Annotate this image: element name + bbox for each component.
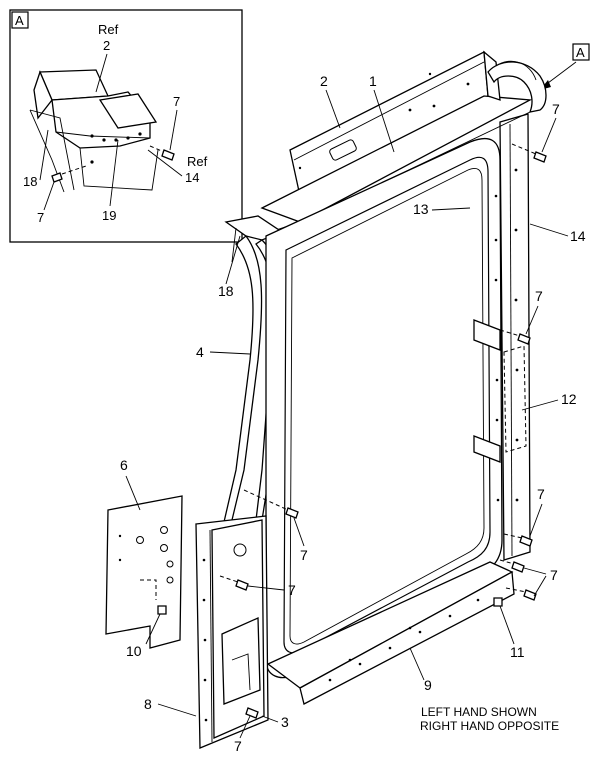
inset-ref-14-label: Ref (187, 154, 208, 169)
bolt-7-mid-right (499, 329, 531, 345)
bolt-7-left-mid (219, 575, 249, 591)
callout-7-lower-right: 7 (537, 486, 545, 502)
inset-callout-7-lower: 7 (37, 210, 44, 225)
inset-bolt-lower (51, 165, 87, 183)
callout-11: 11 (510, 644, 525, 660)
callout-9: 9 (424, 677, 432, 693)
callout-13: 13 (413, 201, 429, 217)
bolt-7-left-upper (243, 489, 299, 519)
callout-18: 18 (218, 283, 234, 299)
callout-6: 6 (120, 457, 128, 473)
callout-10: 10 (126, 643, 142, 659)
bolt-7-lower-right (503, 533, 533, 547)
view-a-tag: A (576, 45, 585, 60)
part-3-panel (211, 519, 265, 739)
bolt-10 (157, 605, 167, 615)
detail-a-tag-box (11, 11, 29, 29)
part-1-top-rail (260, 50, 547, 233)
callout-7-top-right: 7 (552, 101, 560, 117)
callout-8: 8 (144, 696, 152, 712)
inset-callout-7-upper: 7 (173, 94, 180, 109)
part-13-window-frame (265, 137, 503, 679)
callout-7-left-mid: 7 (288, 582, 296, 598)
callout-2: 2 (320, 73, 328, 89)
note-line-2: RIGHT HAND OPPOSITE (420, 719, 559, 733)
detail-a-tag: A (15, 13, 24, 28)
callout-4: 4 (196, 344, 204, 360)
inset-ref-label: Ref (98, 22, 119, 37)
detail-a-inset: A Ref 2 7 (9, 9, 243, 243)
callout-12: 12 (561, 391, 577, 407)
part-9-lower-sill (266, 561, 515, 705)
part-14-rear-post (499, 113, 531, 561)
bolt-11 (493, 597, 503, 607)
top-panel-slot (329, 139, 357, 161)
callout-3: 3 (281, 714, 289, 730)
callout-7-mid-right: 7 (535, 288, 543, 304)
inset-callout-18: 18 (23, 174, 37, 189)
note-line-1: LEFT HAND SHOWN (421, 705, 537, 719)
inset-callout-2: 2 (103, 38, 110, 53)
bolt-7-bottom (245, 707, 259, 719)
inset-callout-19: 19 (102, 208, 116, 223)
callout-14: 14 (570, 228, 586, 244)
bolt-7-top-right (511, 143, 547, 163)
inset-callout-14: 14 (185, 170, 199, 185)
callout-1: 1 (369, 73, 377, 89)
part-2-top-panel (289, 50, 489, 197)
callout-7-bottom: 7 (234, 738, 242, 754)
inset-bolt-upper (149, 145, 175, 161)
view-a-tag-box (572, 43, 590, 61)
part-6-side-plate (105, 495, 183, 649)
bolt-7-corner-pair (499, 559, 537, 601)
part-12-hinge-plate (473, 319, 527, 463)
callout-7-left-upper: 7 (300, 547, 308, 563)
view-a-marker: A (540, 43, 590, 90)
inset-frame-corner (29, 69, 159, 193)
callout-7-corner: 7 (550, 567, 558, 583)
